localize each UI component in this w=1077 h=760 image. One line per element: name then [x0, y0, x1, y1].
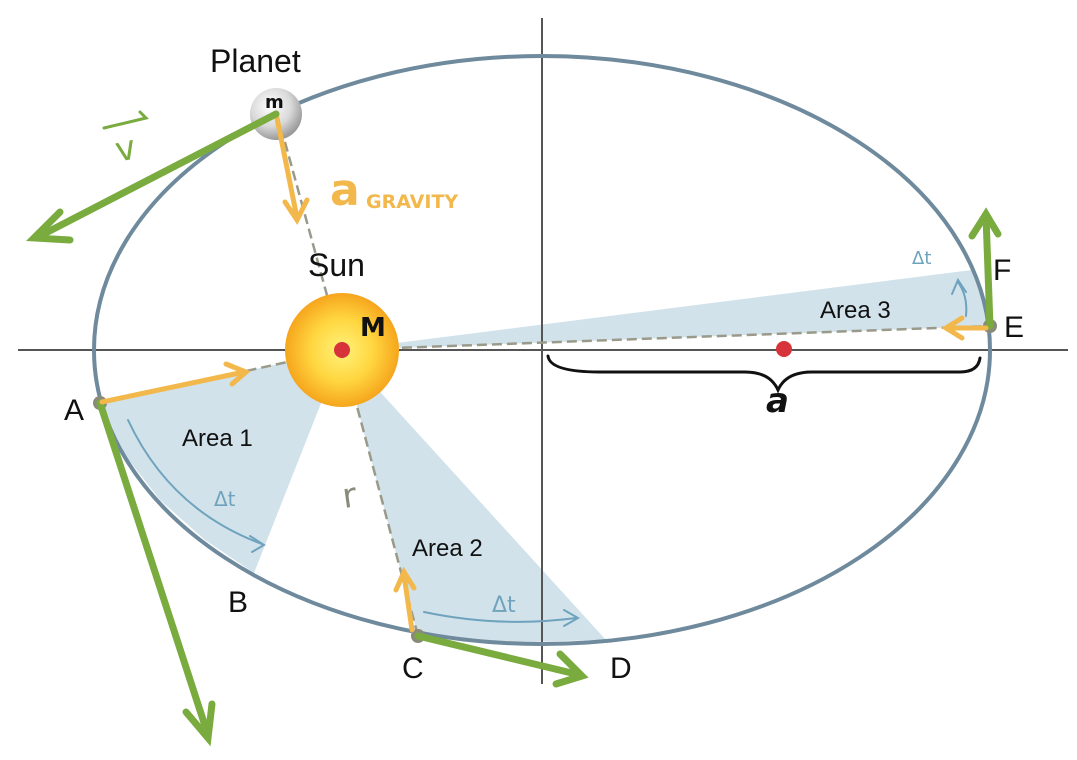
sun-focus-dot	[334, 342, 350, 358]
acceleration-label: a	[330, 165, 360, 216]
area-1-label: Area 1	[182, 425, 253, 452]
velocity-label: v	[112, 127, 140, 170]
area-1-sector	[100, 350, 342, 573]
delta-t-arrow-3	[951, 277, 968, 317]
point-f-label: F	[993, 254, 1011, 287]
point-d-label: D	[610, 652, 632, 685]
velocity-vector-bar	[102, 110, 149, 130]
delta-t-arrow-2	[423, 609, 581, 627]
point-a-label: A	[64, 394, 84, 427]
delta-t-label-2: Δt	[492, 593, 516, 618]
point-e-label: E	[1004, 311, 1024, 344]
sun-mass-label: M	[360, 313, 386, 343]
velocity-arrow-planet	[25, 110, 280, 244]
gravity-arrow-a	[99, 361, 251, 405]
velocity-arrow-a	[96, 399, 216, 747]
gravity-arrow-planet	[274, 115, 310, 225]
area-2-sector	[342, 350, 606, 642]
delta-t-arrow-1	[127, 419, 266, 553]
area-3-label: Area 3	[820, 297, 891, 324]
point-b-label: B	[228, 586, 248, 619]
velocity-arrow-e	[968, 207, 1002, 330]
sun-label: Sun	[308, 247, 365, 283]
radius-label: r	[340, 475, 359, 517]
empty-focus-dot	[776, 341, 792, 357]
velocity-arrow-c	[414, 632, 589, 688]
orbit-ellipse	[92, 54, 992, 646]
area-2-label: Area 2	[412, 535, 483, 562]
gravity-arrow-c	[393, 566, 417, 633]
planet-label: Planet	[210, 43, 301, 79]
delta-t-label-3: Δt	[912, 248, 931, 269]
semi-major-axis-label: a	[766, 381, 789, 421]
point-c-label: C	[402, 652, 424, 685]
area-3-sector	[342, 270, 990, 350]
gravity-arrow-e	[941, 315, 989, 341]
delta-t-label-1: Δt	[214, 487, 236, 511]
acceleration-subscript: GRAVITY	[366, 191, 458, 213]
semi-major-axis-brace	[546, 354, 982, 394]
planet-mass-label: m	[265, 92, 284, 113]
